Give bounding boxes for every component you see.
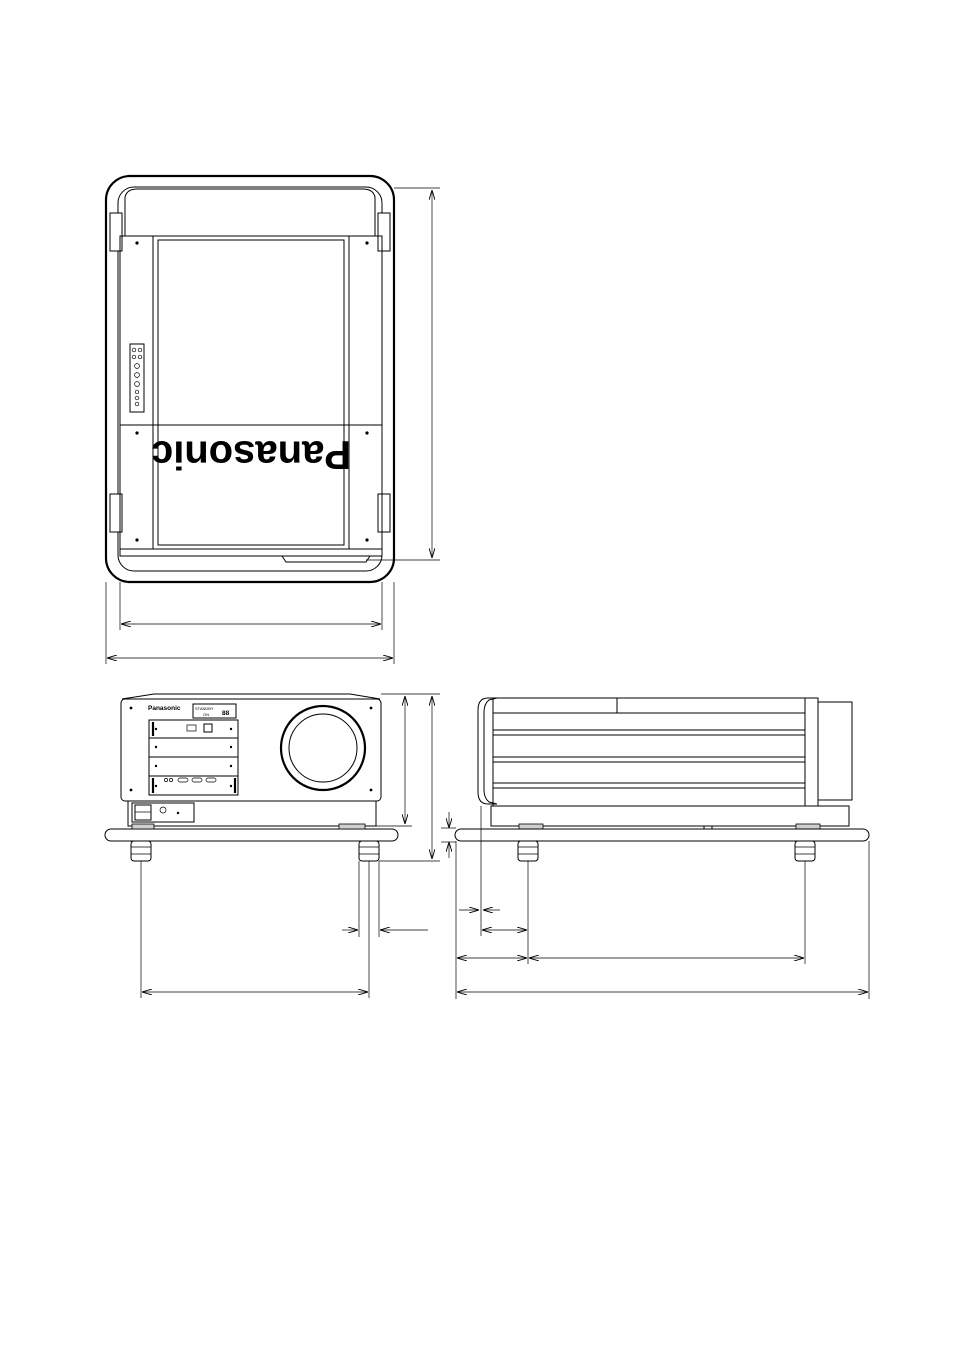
side-feet [518,841,815,861]
front-display: 88 [222,710,230,717]
top-control-panel [130,344,144,412]
top-view-dimensions [106,188,440,664]
front-view-dimensions [141,694,456,998]
standby-indicator-label: STANDBY [195,706,214,711]
front-view: Panasonic STANDBY ON 88 [105,694,398,861]
terminal-board [149,720,238,795]
projection-lens [281,706,365,790]
front-feet [131,841,379,861]
front-view-logo: Panasonic [148,705,181,712]
front-indicator-panel: STANDBY ON 88 [193,704,236,718]
on-indicator-label: ON [203,712,209,717]
top-view: Panasonic [106,176,394,582]
top-view-logo: Panasonic [151,432,351,476]
side-view [455,698,869,861]
